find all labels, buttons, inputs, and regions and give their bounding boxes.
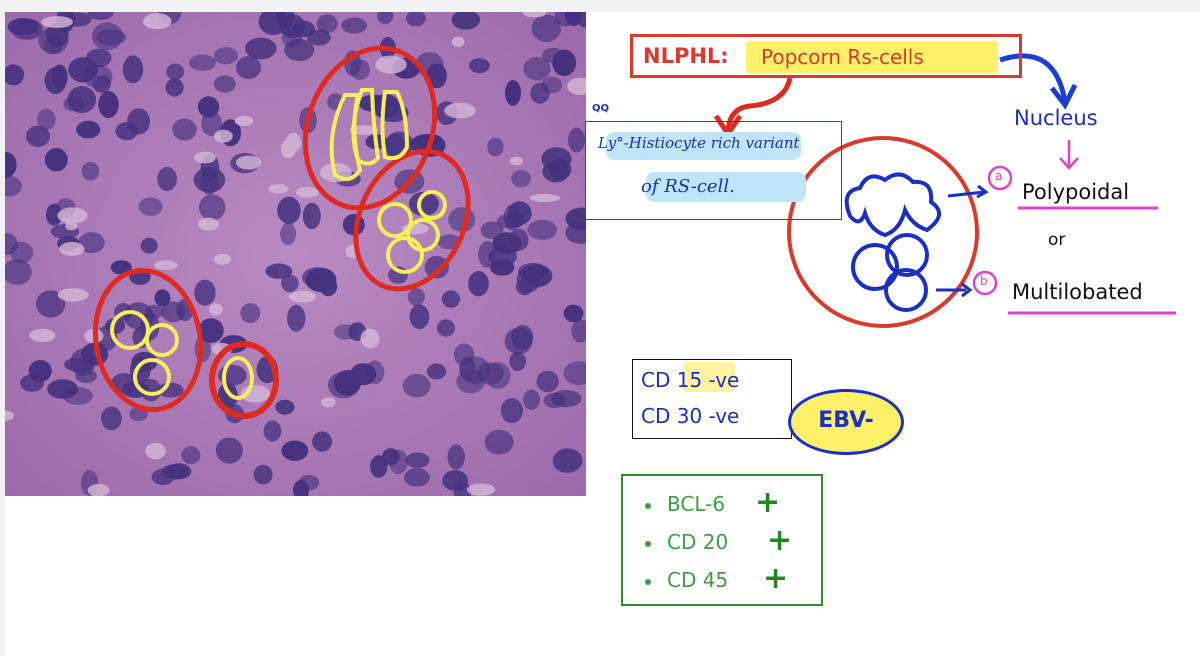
plus-icon: +: [763, 561, 789, 596]
note-box: Ly°-Histiocyte rich variant of RS-cell.: [585, 121, 842, 220]
positive-markers-box: BCL-6 CD 20 CD 45 + + +: [621, 474, 823, 606]
plus-icon: +: [755, 485, 781, 520]
multilobated-label: Multilobated: [1012, 280, 1143, 304]
positive-item: CD 20: [645, 530, 728, 554]
option-b-marker: b: [980, 274, 988, 288]
option-a-marker: a: [995, 169, 1003, 183]
ebv-badge: EBV-: [788, 389, 904, 455]
plus-icon: +: [767, 523, 793, 558]
note-marker: QQ: [592, 103, 610, 114]
polypoidal-label: Polypoidal: [1022, 180, 1130, 204]
note-line-1: Ly°-Histiocyte rich variant: [598, 134, 800, 152]
note-highlight: [606, 132, 801, 160]
cd30-line: CD 30 -ve: [641, 404, 740, 428]
ebv-label: EBV-: [818, 408, 874, 433]
note-line-2: of RS-cell.: [641, 176, 735, 197]
negative-markers-box: CD 15 -ve CD 30 -ve: [632, 359, 792, 439]
positive-item: CD 45: [645, 568, 728, 592]
positive-item: BCL-6: [645, 492, 725, 516]
bullet-icon: [645, 540, 651, 547]
cd15-line: CD 15 -ve: [641, 368, 740, 392]
histology-image: [5, 12, 586, 496]
nucleus-label: Nucleus: [1014, 106, 1098, 130]
cd15-highlight: [683, 362, 735, 392]
bullet-icon: [645, 502, 651, 509]
title-box: NLPHL: Popcorn Rs-cells: [630, 34, 1022, 78]
bullet-icon: [645, 578, 651, 585]
note-highlight-2: [646, 172, 806, 202]
title-highlight: [746, 41, 998, 73]
title-main: Popcorn Rs-cells: [761, 45, 924, 69]
or-label: or: [1048, 230, 1066, 250]
title-prefix: NLPHL:: [643, 44, 729, 68]
